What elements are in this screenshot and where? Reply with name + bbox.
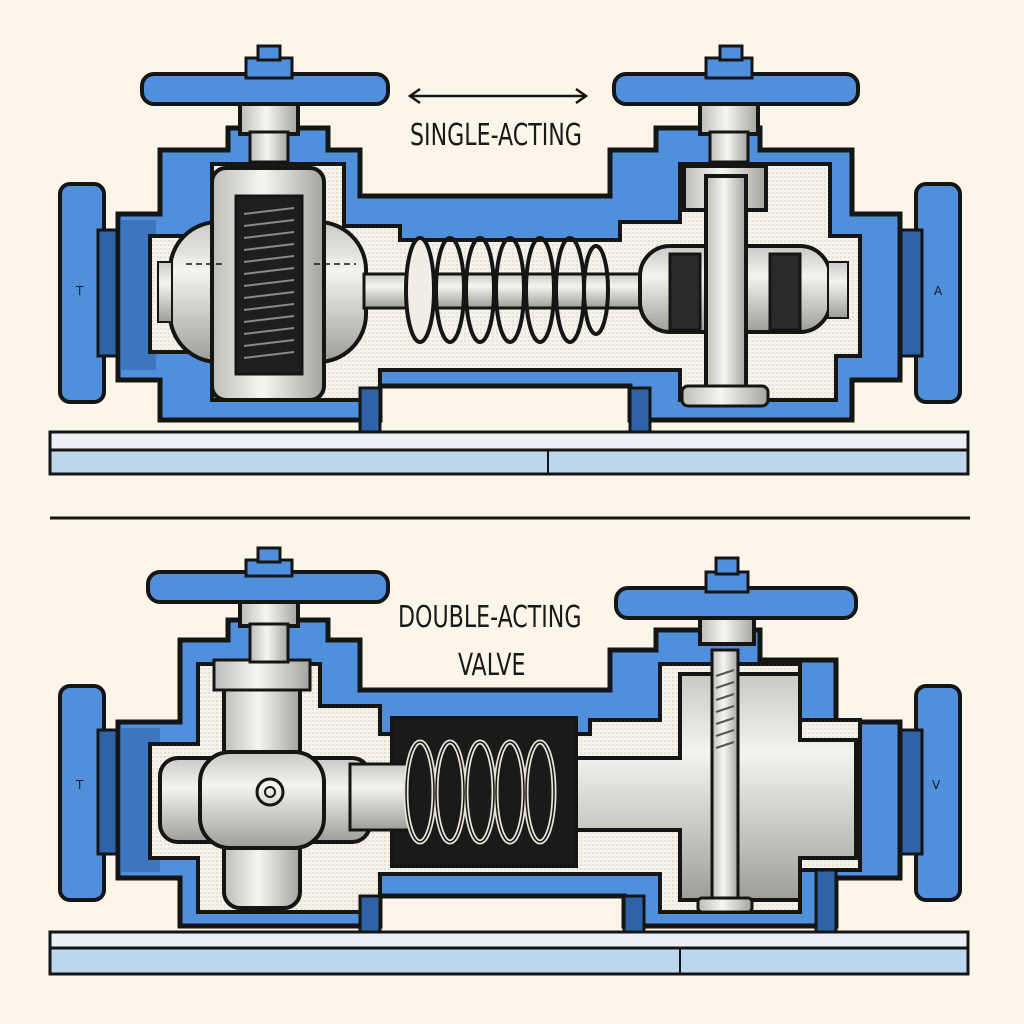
cross-valve-piece	[158, 658, 372, 910]
spring	[404, 236, 610, 344]
right-flange	[894, 182, 962, 404]
double-acting-label: DOUBLE-ACTING	[398, 600, 582, 635]
left-flange	[58, 182, 126, 404]
port-label-bottom-right: V	[932, 778, 941, 792]
left-handwheel	[146, 546, 390, 664]
double-acting-valve	[48, 546, 970, 976]
right-handwheel	[612, 44, 860, 164]
left-flange	[58, 684, 126, 902]
single-acting-label: SINGLE-ACTING	[410, 118, 582, 153]
right-flange	[894, 684, 962, 902]
right-handwheel	[614, 556, 858, 646]
single-acting-valve	[48, 44, 970, 476]
base-plate	[48, 930, 970, 976]
port-label-top-right: A	[934, 284, 943, 298]
port-label-top-left: T	[76, 284, 84, 298]
right-piston-housing	[574, 648, 858, 914]
right-gate	[638, 164, 849, 408]
port-label-bottom-left: T	[76, 778, 84, 792]
left-piston-housing	[157, 166, 368, 402]
double-headed-arrow-icon	[407, 87, 589, 105]
base-plate	[48, 430, 970, 476]
left-handwheel	[140, 44, 390, 164]
valve-label: VALVE	[458, 648, 526, 683]
